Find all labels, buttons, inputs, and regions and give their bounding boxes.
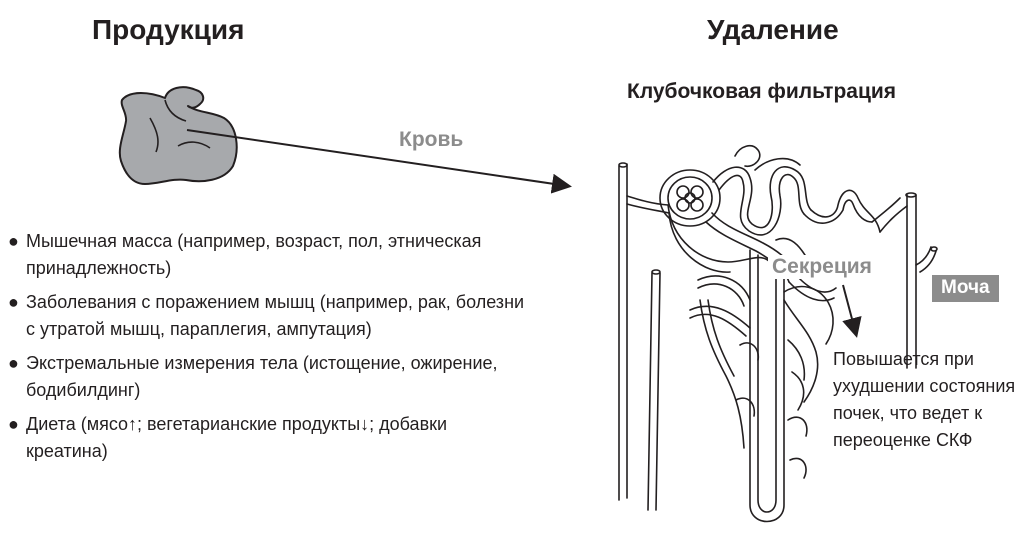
- production-factors-list: ● Мышечная масса (например, возраст, пол,…: [8, 228, 528, 472]
- factor-text: Мышечная масса (например, возраст, пол, …: [26, 231, 481, 278]
- bullet-icon: ●: [8, 228, 19, 255]
- list-item: ● Диета (мясо↑; вегетарианские продукты↓;…: [8, 411, 528, 465]
- blood-label: Кровь: [399, 128, 463, 152]
- list-item: ● Экстремальные измерения тела (истощение…: [8, 350, 528, 404]
- blood-flow-arrow: [187, 130, 568, 186]
- secretion-label: Секреция: [768, 255, 876, 279]
- secretion-arrow: [843, 285, 856, 334]
- factor-text: Диета (мясо↑; вегетарианские продукты↓; …: [26, 414, 447, 461]
- bullet-icon: ●: [8, 350, 19, 377]
- glomerular-filtration-label: Клубочковая фильтрация: [627, 76, 896, 107]
- bullet-icon: ●: [8, 289, 19, 316]
- list-item: ● Мышечная масса (например, возраст, пол,…: [8, 228, 528, 282]
- list-item: ● Заболевания с поражением мышц (например…: [8, 289, 528, 343]
- nephron-illustration: [619, 146, 937, 522]
- urine-badge: Моча: [932, 275, 999, 302]
- bullet-icon: ●: [8, 411, 19, 438]
- factor-text: Заболевания с поражением мышц (например,…: [26, 292, 524, 339]
- factor-text: Экстремальные измерения тела (истощение,…: [26, 353, 498, 400]
- secretion-note: Повышается при ухудшении состояния почек…: [833, 346, 1018, 454]
